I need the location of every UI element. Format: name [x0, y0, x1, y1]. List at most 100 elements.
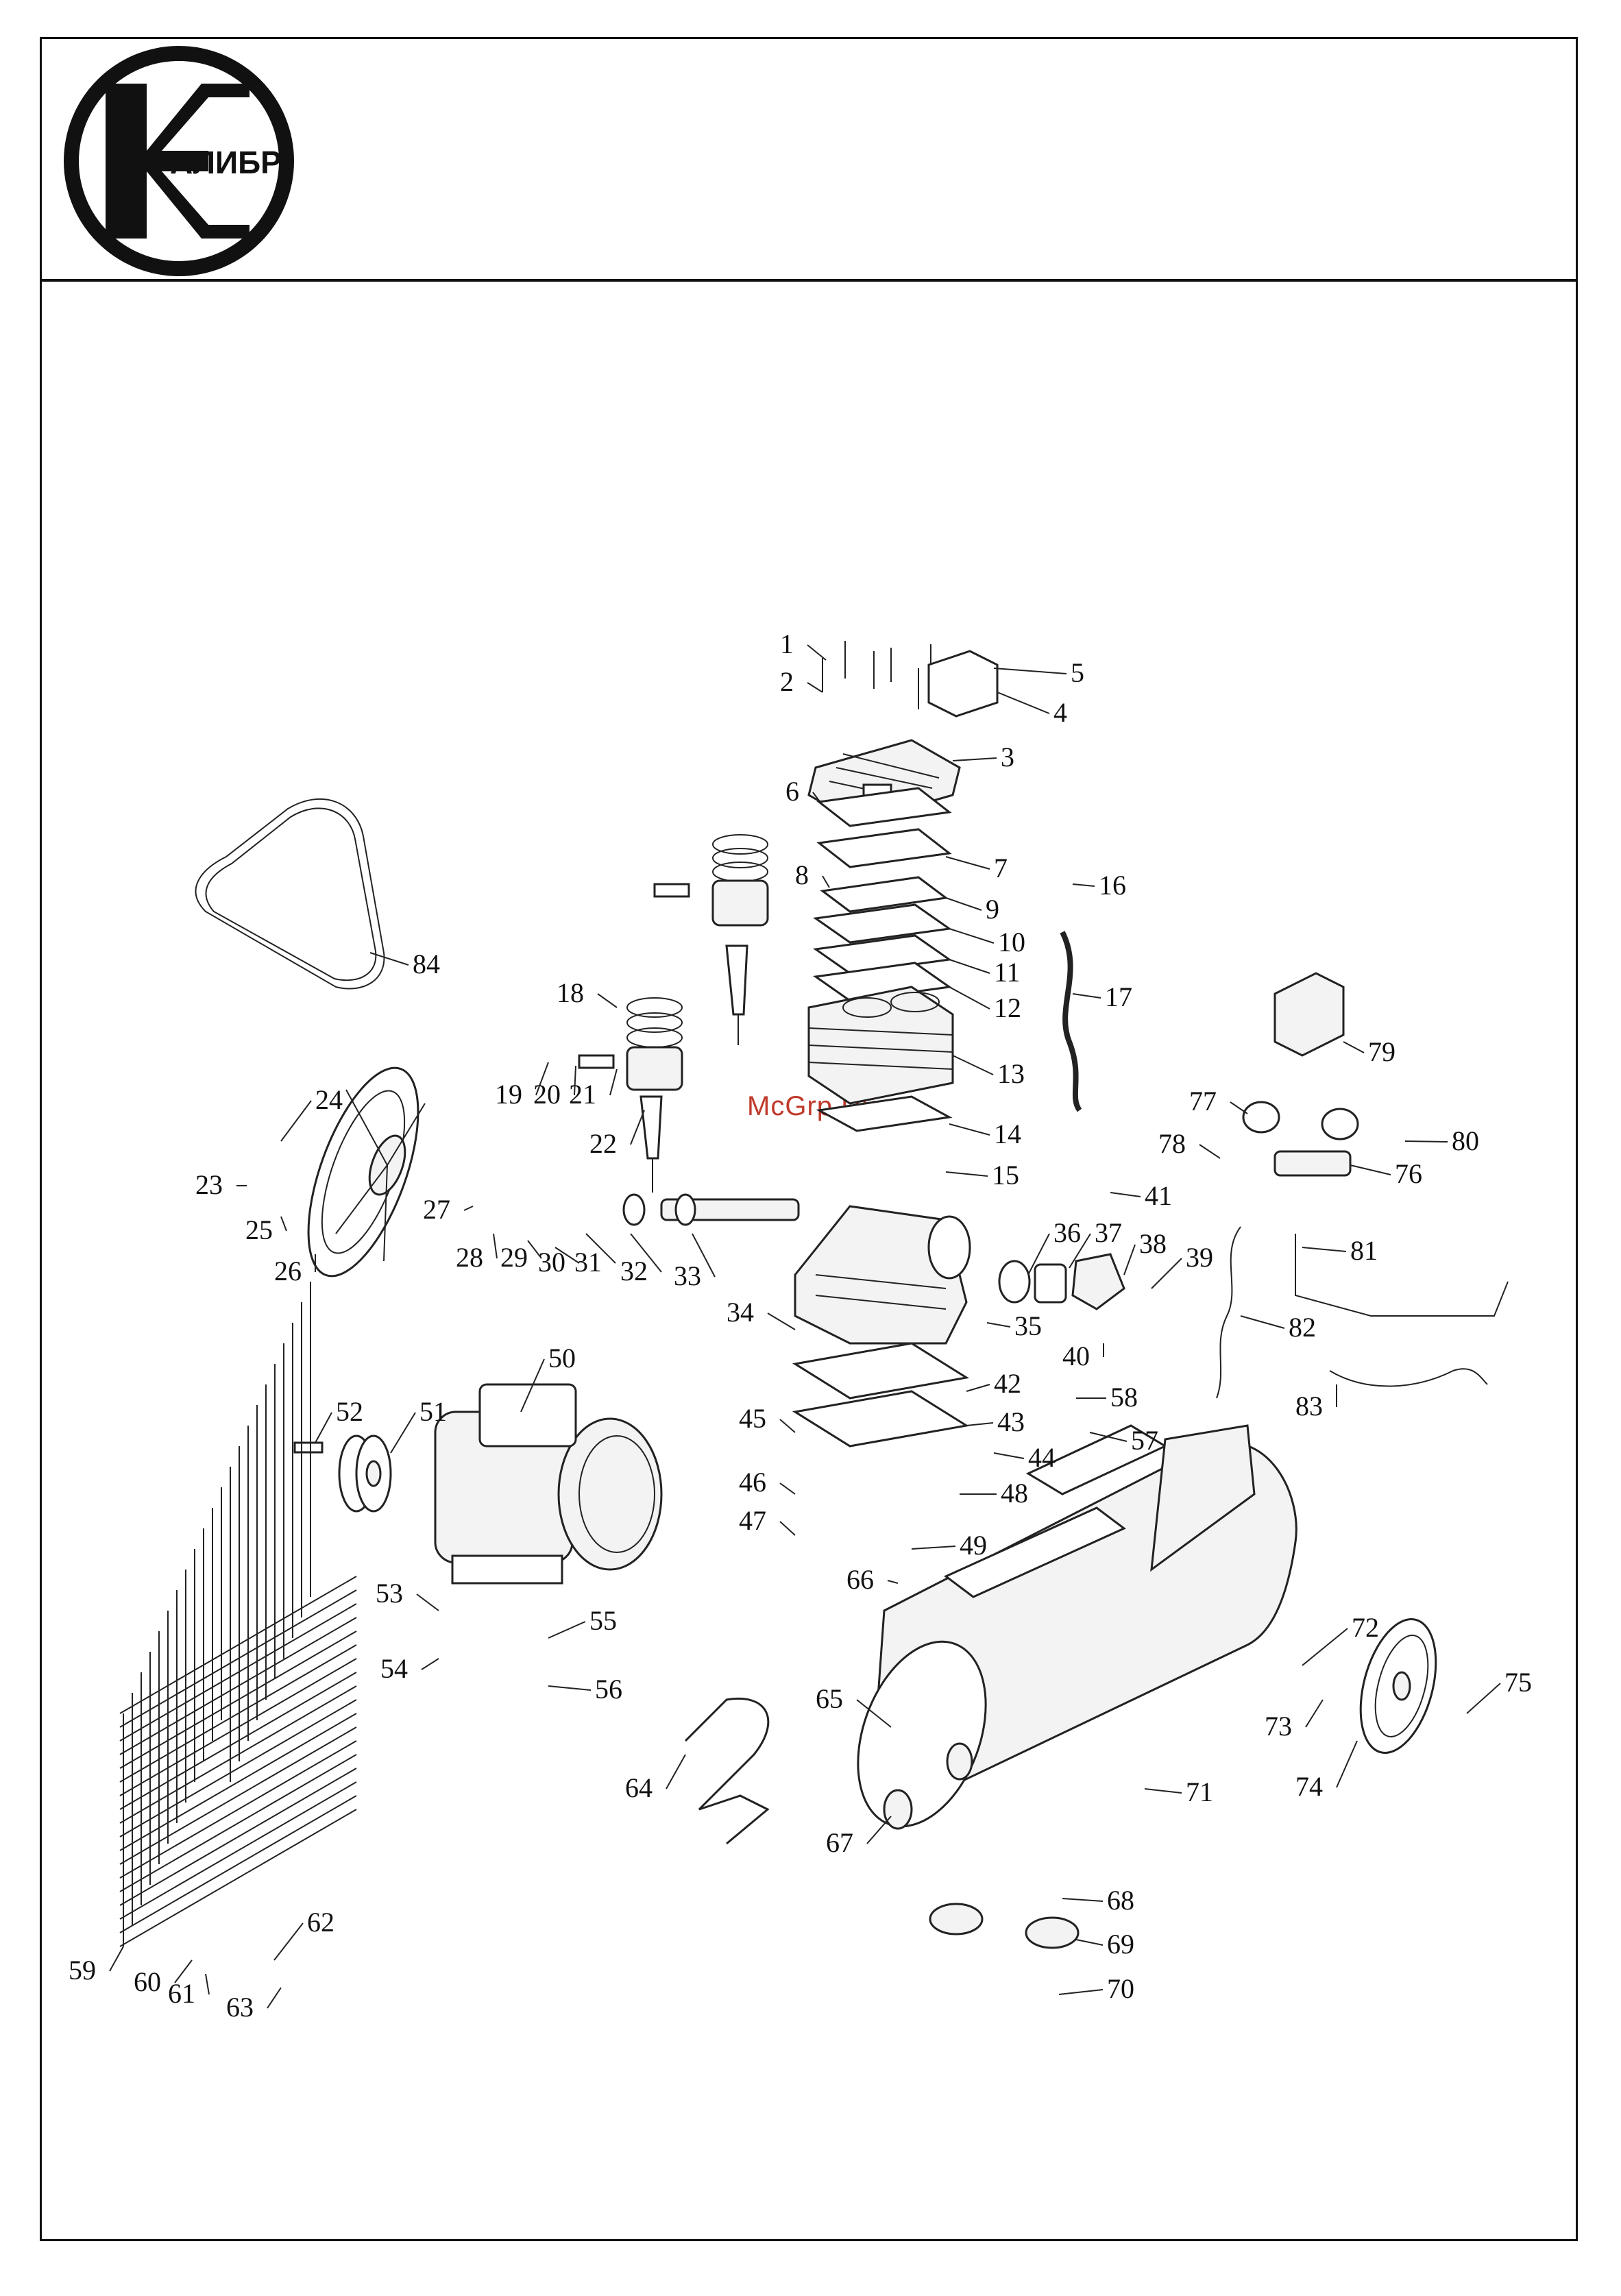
- part-label-73: 73: [1265, 1711, 1292, 1742]
- piston-pin: [655, 884, 689, 896]
- part-label-6: 6: [785, 776, 799, 807]
- part-label-43: 43: [997, 1406, 1025, 1437]
- part-label-31: 31: [574, 1247, 602, 1278]
- leader-line-46: [780, 1483, 795, 1494]
- gasket-stack: [816, 788, 949, 1001]
- electric-motor: [435, 1384, 661, 1583]
- part-label-3: 3: [1001, 742, 1014, 772]
- part-label-45: 45: [739, 1403, 766, 1434]
- base-gasket: [819, 1097, 949, 1131]
- leader-line-82: [1241, 1316, 1284, 1328]
- leader-line-80: [1405, 1141, 1448, 1142]
- part-label-60: 60: [134, 1966, 161, 1997]
- leader-line-68: [1062, 1898, 1103, 1901]
- leader-line-12: [949, 987, 990, 1009]
- part-label-22: 22: [589, 1128, 617, 1159]
- discharge-hose: [1062, 932, 1080, 1110]
- part-label-65: 65: [816, 1683, 843, 1714]
- part-label-67: 67: [826, 1827, 853, 1858]
- leader-line-2: [807, 683, 822, 692]
- part-label-83: 83: [1295, 1391, 1323, 1421]
- leader-line-52: [315, 1413, 332, 1443]
- part-label-35: 35: [1014, 1310, 1042, 1341]
- leader-line-45: [780, 1419, 795, 1432]
- unloader-tube: [1295, 1234, 1508, 1316]
- part-label-19: 19: [495, 1079, 522, 1110]
- leader-line-21: [610, 1069, 617, 1095]
- piston-upper: [713, 835, 768, 1045]
- pressure-switch: [1275, 973, 1343, 1055]
- leader-line-64: [666, 1755, 685, 1789]
- leader-line-71: [1145, 1789, 1182, 1793]
- part-label-69: 69: [1107, 1929, 1134, 1959]
- leader-line-24: [281, 1101, 311, 1141]
- part-label-68: 68: [1107, 1885, 1134, 1916]
- part-label-17: 17: [1105, 981, 1132, 1012]
- leader-line-75: [1467, 1683, 1500, 1713]
- leader-line-8: [822, 876, 829, 888]
- piston-lower: [627, 998, 682, 1193]
- bearing-cover: [999, 1254, 1124, 1309]
- leader-line-15: [946, 1172, 988, 1176]
- pressure-gauges: [1243, 1102, 1358, 1139]
- leader-line-70: [1059, 1990, 1103, 1994]
- part-number-labels: 1234567891011121314151617181920212223242…: [69, 628, 1532, 2023]
- part-label-40: 40: [1062, 1341, 1090, 1371]
- part-label-18: 18: [557, 977, 584, 1008]
- power-cord: [1217, 1227, 1241, 1398]
- leader-line-49: [912, 1546, 955, 1549]
- leader-line-51: [391, 1413, 415, 1453]
- part-label-37: 37: [1095, 1217, 1122, 1248]
- part-label-76: 76: [1395, 1158, 1422, 1189]
- part-label-49: 49: [960, 1530, 987, 1561]
- key: [295, 1443, 322, 1452]
- part-label-36: 36: [1053, 1217, 1081, 1248]
- leader-line-79: [1343, 1042, 1364, 1053]
- part-label-64: 64: [625, 1772, 653, 1803]
- leader-line-69: [1076, 1940, 1103, 1945]
- leader-line-63: [267, 1988, 281, 2008]
- part-label-27: 27: [423, 1194, 450, 1225]
- part-label-84: 84: [413, 949, 440, 979]
- part-label-24: 24: [315, 1084, 343, 1115]
- part-label-33: 33: [674, 1260, 701, 1291]
- leader-line-13: [953, 1055, 993, 1075]
- part-label-9: 9: [986, 894, 999, 925]
- part-label-80: 80: [1452, 1125, 1479, 1156]
- part-label-39: 39: [1186, 1242, 1213, 1273]
- part-label-58: 58: [1110, 1382, 1138, 1413]
- piston-pin-lower: [579, 1055, 613, 1068]
- leader-line-62: [274, 1923, 303, 1960]
- part-label-23: 23: [195, 1169, 223, 1200]
- part-label-56: 56: [595, 1674, 622, 1705]
- leader-line-3: [953, 758, 997, 761]
- leader-line-7: [946, 857, 990, 869]
- bottom-gaskets: [795, 1343, 966, 1446]
- part-label-13: 13: [997, 1058, 1025, 1089]
- part-label-70: 70: [1107, 1973, 1134, 2004]
- leader-line-22: [631, 1110, 644, 1145]
- belt: [196, 799, 385, 989]
- leader-line-59: [110, 1946, 123, 1971]
- motor-pulley: [339, 1436, 391, 1511]
- part-label-21: 21: [569, 1079, 596, 1110]
- leader-line-78: [1199, 1145, 1220, 1158]
- part-label-11: 11: [994, 957, 1021, 988]
- belt-guard: [120, 1282, 356, 1946]
- leader-line-34: [768, 1313, 795, 1330]
- part-label-4: 4: [1053, 697, 1067, 728]
- leader-line-56: [548, 1686, 591, 1690]
- part-label-28: 28: [456, 1242, 483, 1273]
- part-label-63: 63: [226, 1992, 254, 2023]
- leader-line-27: [464, 1206, 473, 1210]
- cylinder-block: [809, 987, 953, 1103]
- leader-line-53: [417, 1594, 439, 1611]
- leader-line-55: [548, 1622, 585, 1638]
- air-tank: [834, 1426, 1296, 1844]
- part-label-47: 47: [739, 1505, 766, 1536]
- part-label-14: 14: [994, 1119, 1021, 1149]
- leader-line-16: [1073, 884, 1095, 886]
- leader-line-67: [867, 1816, 891, 1844]
- leader-line-35: [987, 1323, 1010, 1327]
